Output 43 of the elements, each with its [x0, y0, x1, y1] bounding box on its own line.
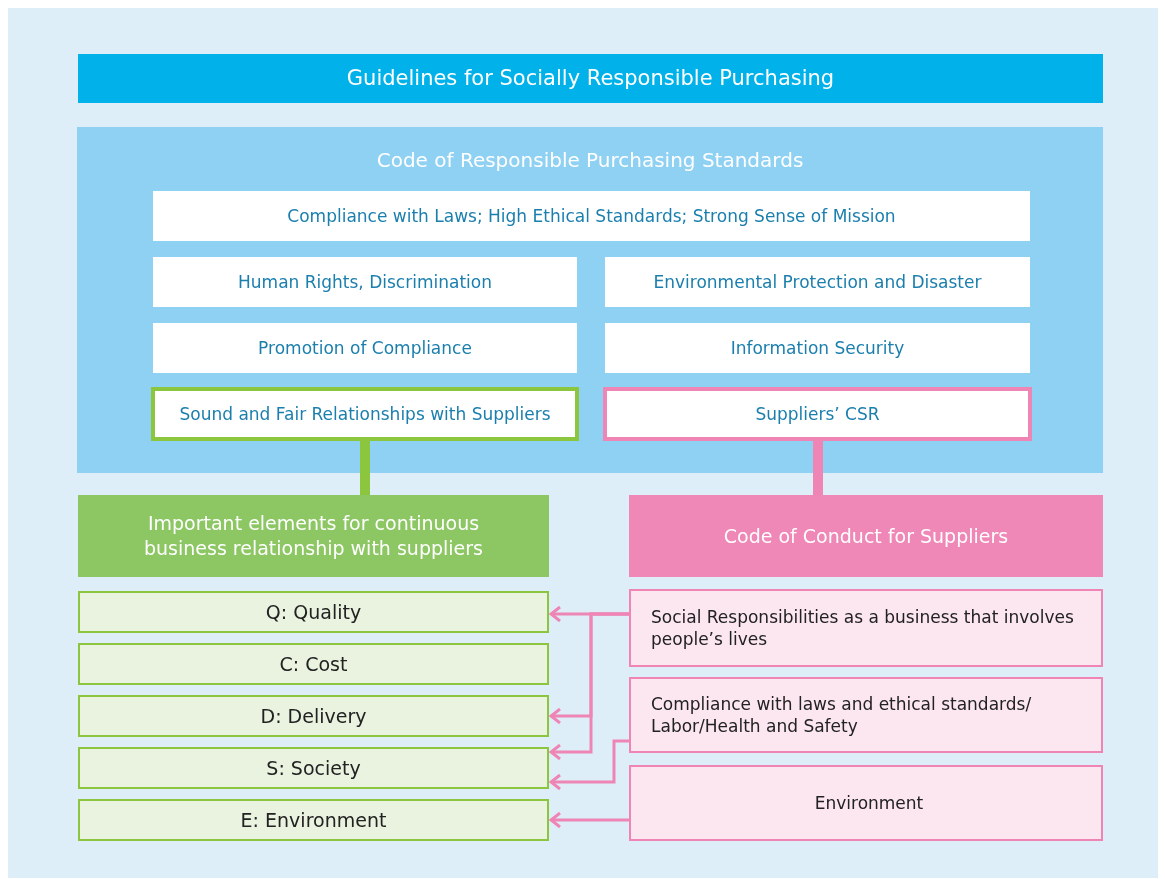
conduct-header-box [629, 495, 1103, 577]
node-label: S: Society [266, 755, 361, 781]
arrow [549, 739, 629, 791]
node-label: D: Delivery [260, 703, 367, 729]
node-label: Q: Quality [265, 599, 362, 625]
node-label: Human Rights, Discrimination [238, 270, 492, 294]
element-box [78, 591, 549, 633]
node-label: Information Security [730, 336, 905, 360]
standard-box [153, 257, 577, 307]
standard-box [153, 323, 577, 373]
node-label: Code of Conduct for Suppliers [723, 523, 1009, 549]
conduct-item-box [629, 765, 1103, 841]
standard-box [605, 323, 1030, 373]
connector-line [813, 441, 823, 495]
standards-panel [77, 127, 1103, 473]
node-label: Environment [814, 791, 924, 815]
node-label: Important elements for continuous business relationship with suppliers [143, 511, 484, 561]
node-label: Suppliers’ CSR [755, 402, 880, 426]
title-banner [78, 54, 1103, 103]
node-label: Guidelines for Socially Responsible Purchasing [346, 64, 835, 92]
node-label: Code of Responsible Purchasing Standards [376, 147, 804, 173]
standard-box [151, 387, 579, 441]
node-label: Sound and Fair Relationships with Suppliers [179, 402, 551, 426]
node-label: Social Responsibilities as a business that involves people’s lives [651, 605, 1075, 651]
arrow [549, 811, 629, 829]
standard-box [603, 387, 1032, 441]
element-box [78, 695, 549, 737]
node-label: C: Cost [279, 651, 348, 677]
arrow [549, 612, 629, 761]
node-label: Environmental Protection and Disaster [653, 270, 982, 294]
elements-header-box [78, 495, 549, 577]
standard-box [605, 257, 1030, 307]
standard-box [153, 191, 1030, 241]
conduct-item-box [629, 589, 1103, 667]
element-box [78, 643, 549, 685]
node-label: Compliance with Laws; High Ethical Standards; Strong Sense of Mission [287, 204, 896, 228]
element-box [78, 747, 549, 789]
element-box [78, 799, 549, 841]
connector-line [360, 441, 370, 495]
node-label: Compliance with laws and ethical standards/ Labor/Health and Safety [651, 692, 1033, 738]
node-label: E: Environment [240, 807, 387, 833]
conduct-item-box [629, 677, 1103, 753]
node-label: Promotion of Compliance [258, 336, 472, 360]
